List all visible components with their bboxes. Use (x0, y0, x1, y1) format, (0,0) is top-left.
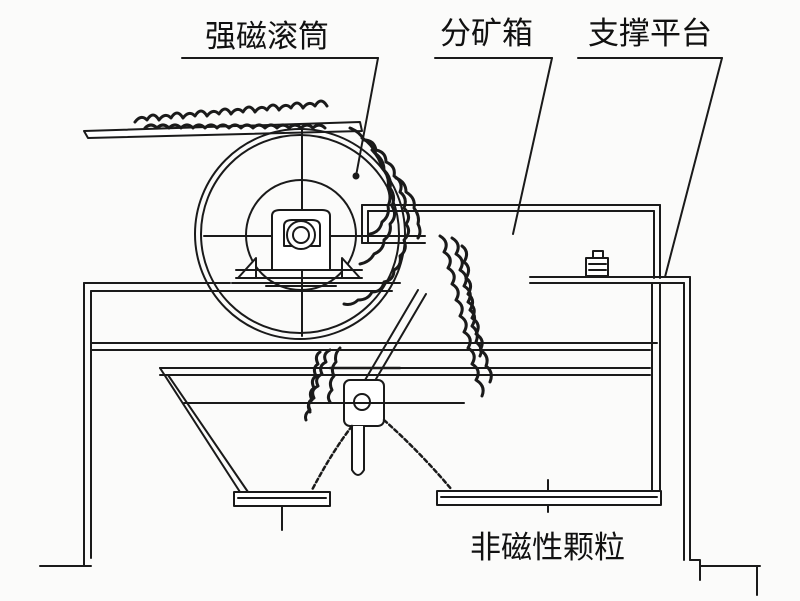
leader-platform (577, 57, 723, 278)
support-frame (39, 282, 658, 567)
platform-bracket (585, 250, 609, 277)
ore-on-chute (133, 99, 329, 130)
tray-cables (310, 366, 454, 492)
splitter-box (361, 204, 661, 501)
hopper-frame (159, 367, 651, 493)
leader-drum (181, 57, 379, 177)
support-platform (529, 276, 761, 596)
magnetic-product-tray (233, 491, 331, 531)
label-drum: 强磁滚筒 (205, 19, 329, 55)
magnetic-particles-on-drum (342, 126, 422, 306)
label-splitter-box: 分矿箱 (440, 16, 533, 52)
leader-splitter-box (434, 57, 553, 235)
label-platform: 支撑平台 (588, 16, 712, 52)
scraper-arm (343, 289, 427, 476)
drum-support-beam (231, 282, 401, 292)
label-nonmagnetic: 非磁性颗粒 (470, 530, 625, 566)
nonmagnetic-product-tray (436, 490, 662, 506)
nonmagnetic-particles-stream (438, 234, 493, 398)
magnetic-particles-stream (304, 346, 342, 422)
bearing-housing (235, 209, 363, 287)
